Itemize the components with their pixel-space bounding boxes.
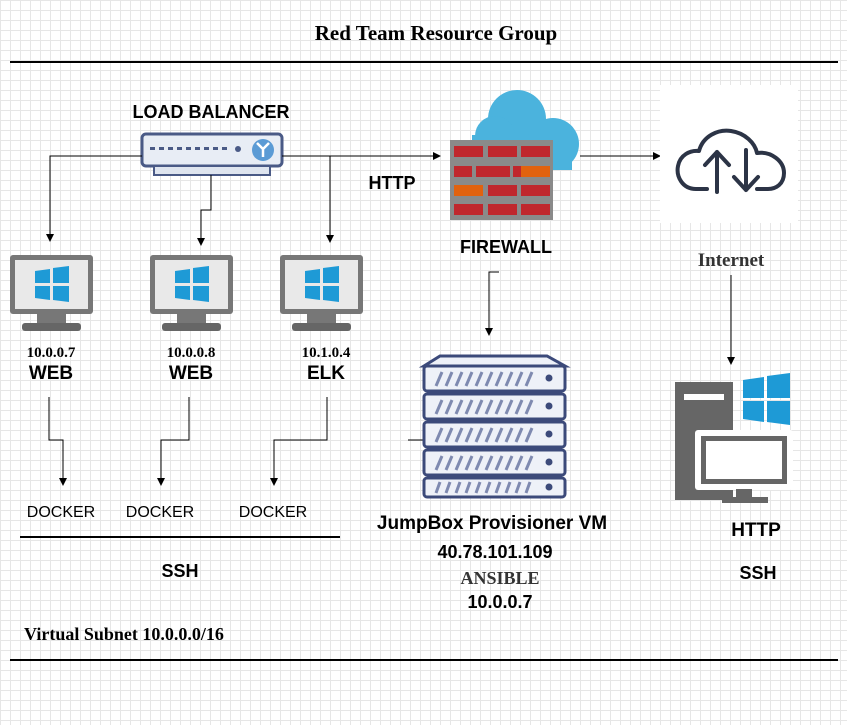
firewall-icon <box>450 90 579 220</box>
vm-web-1-name: WEB <box>29 363 73 384</box>
firewall-to-jumpbox-connector <box>485 271 499 336</box>
jumpbox-public-ip: 40.78.101.109 <box>437 542 552 562</box>
jumpbox-server-icon <box>418 354 571 499</box>
vm-elk-ip: 10.1.0.4 <box>302 345 351 361</box>
workstation-ssh-label: SSH <box>739 563 776 583</box>
vm-web-2-name: WEB <box>169 363 213 384</box>
docker-label-2: DOCKER <box>126 504 194 521</box>
vm-elk-name: ELK <box>307 363 345 384</box>
diagram-title: Red Team Resource Group <box>315 21 557 45</box>
internet-cloud-icon <box>660 85 798 223</box>
firewall-label: FIREWALL <box>460 237 552 257</box>
vm-web-2-monitor-icon <box>150 255 233 331</box>
internet-label: Internet <box>698 250 765 271</box>
workstation-icon <box>675 373 793 503</box>
jumpbox-tool: ANSIBLE <box>460 568 539 588</box>
vm-docker-connectors <box>48 397 328 486</box>
load-balancer-icon <box>140 132 284 176</box>
workstation-http-label: HTTP <box>731 520 781 541</box>
vm-web-1-ip: 10.0.0.7 <box>27 345 76 361</box>
docker-label-3: DOCKER <box>239 504 307 521</box>
jumpbox-title: JumpBox Provisioner VM <box>377 513 607 534</box>
jumpbox-private-ip: 10.0.0.7 <box>467 592 532 612</box>
subnet-label: Virtual Subnet 10.0.0.0/16 <box>24 624 224 644</box>
lb-connectors <box>46 152 661 246</box>
vm-web-1-monitor-icon <box>10 255 93 331</box>
vm-web-2-ip: 10.0.0.8 <box>167 345 216 361</box>
docker-label-1: DOCKER <box>27 504 95 521</box>
vm-elk-monitor-icon <box>280 255 363 331</box>
load-balancer-label: LOAD BALANCER <box>133 102 290 122</box>
ssh-label-left: SSH <box>161 561 198 581</box>
http-link-label: HTTP <box>369 173 416 193</box>
